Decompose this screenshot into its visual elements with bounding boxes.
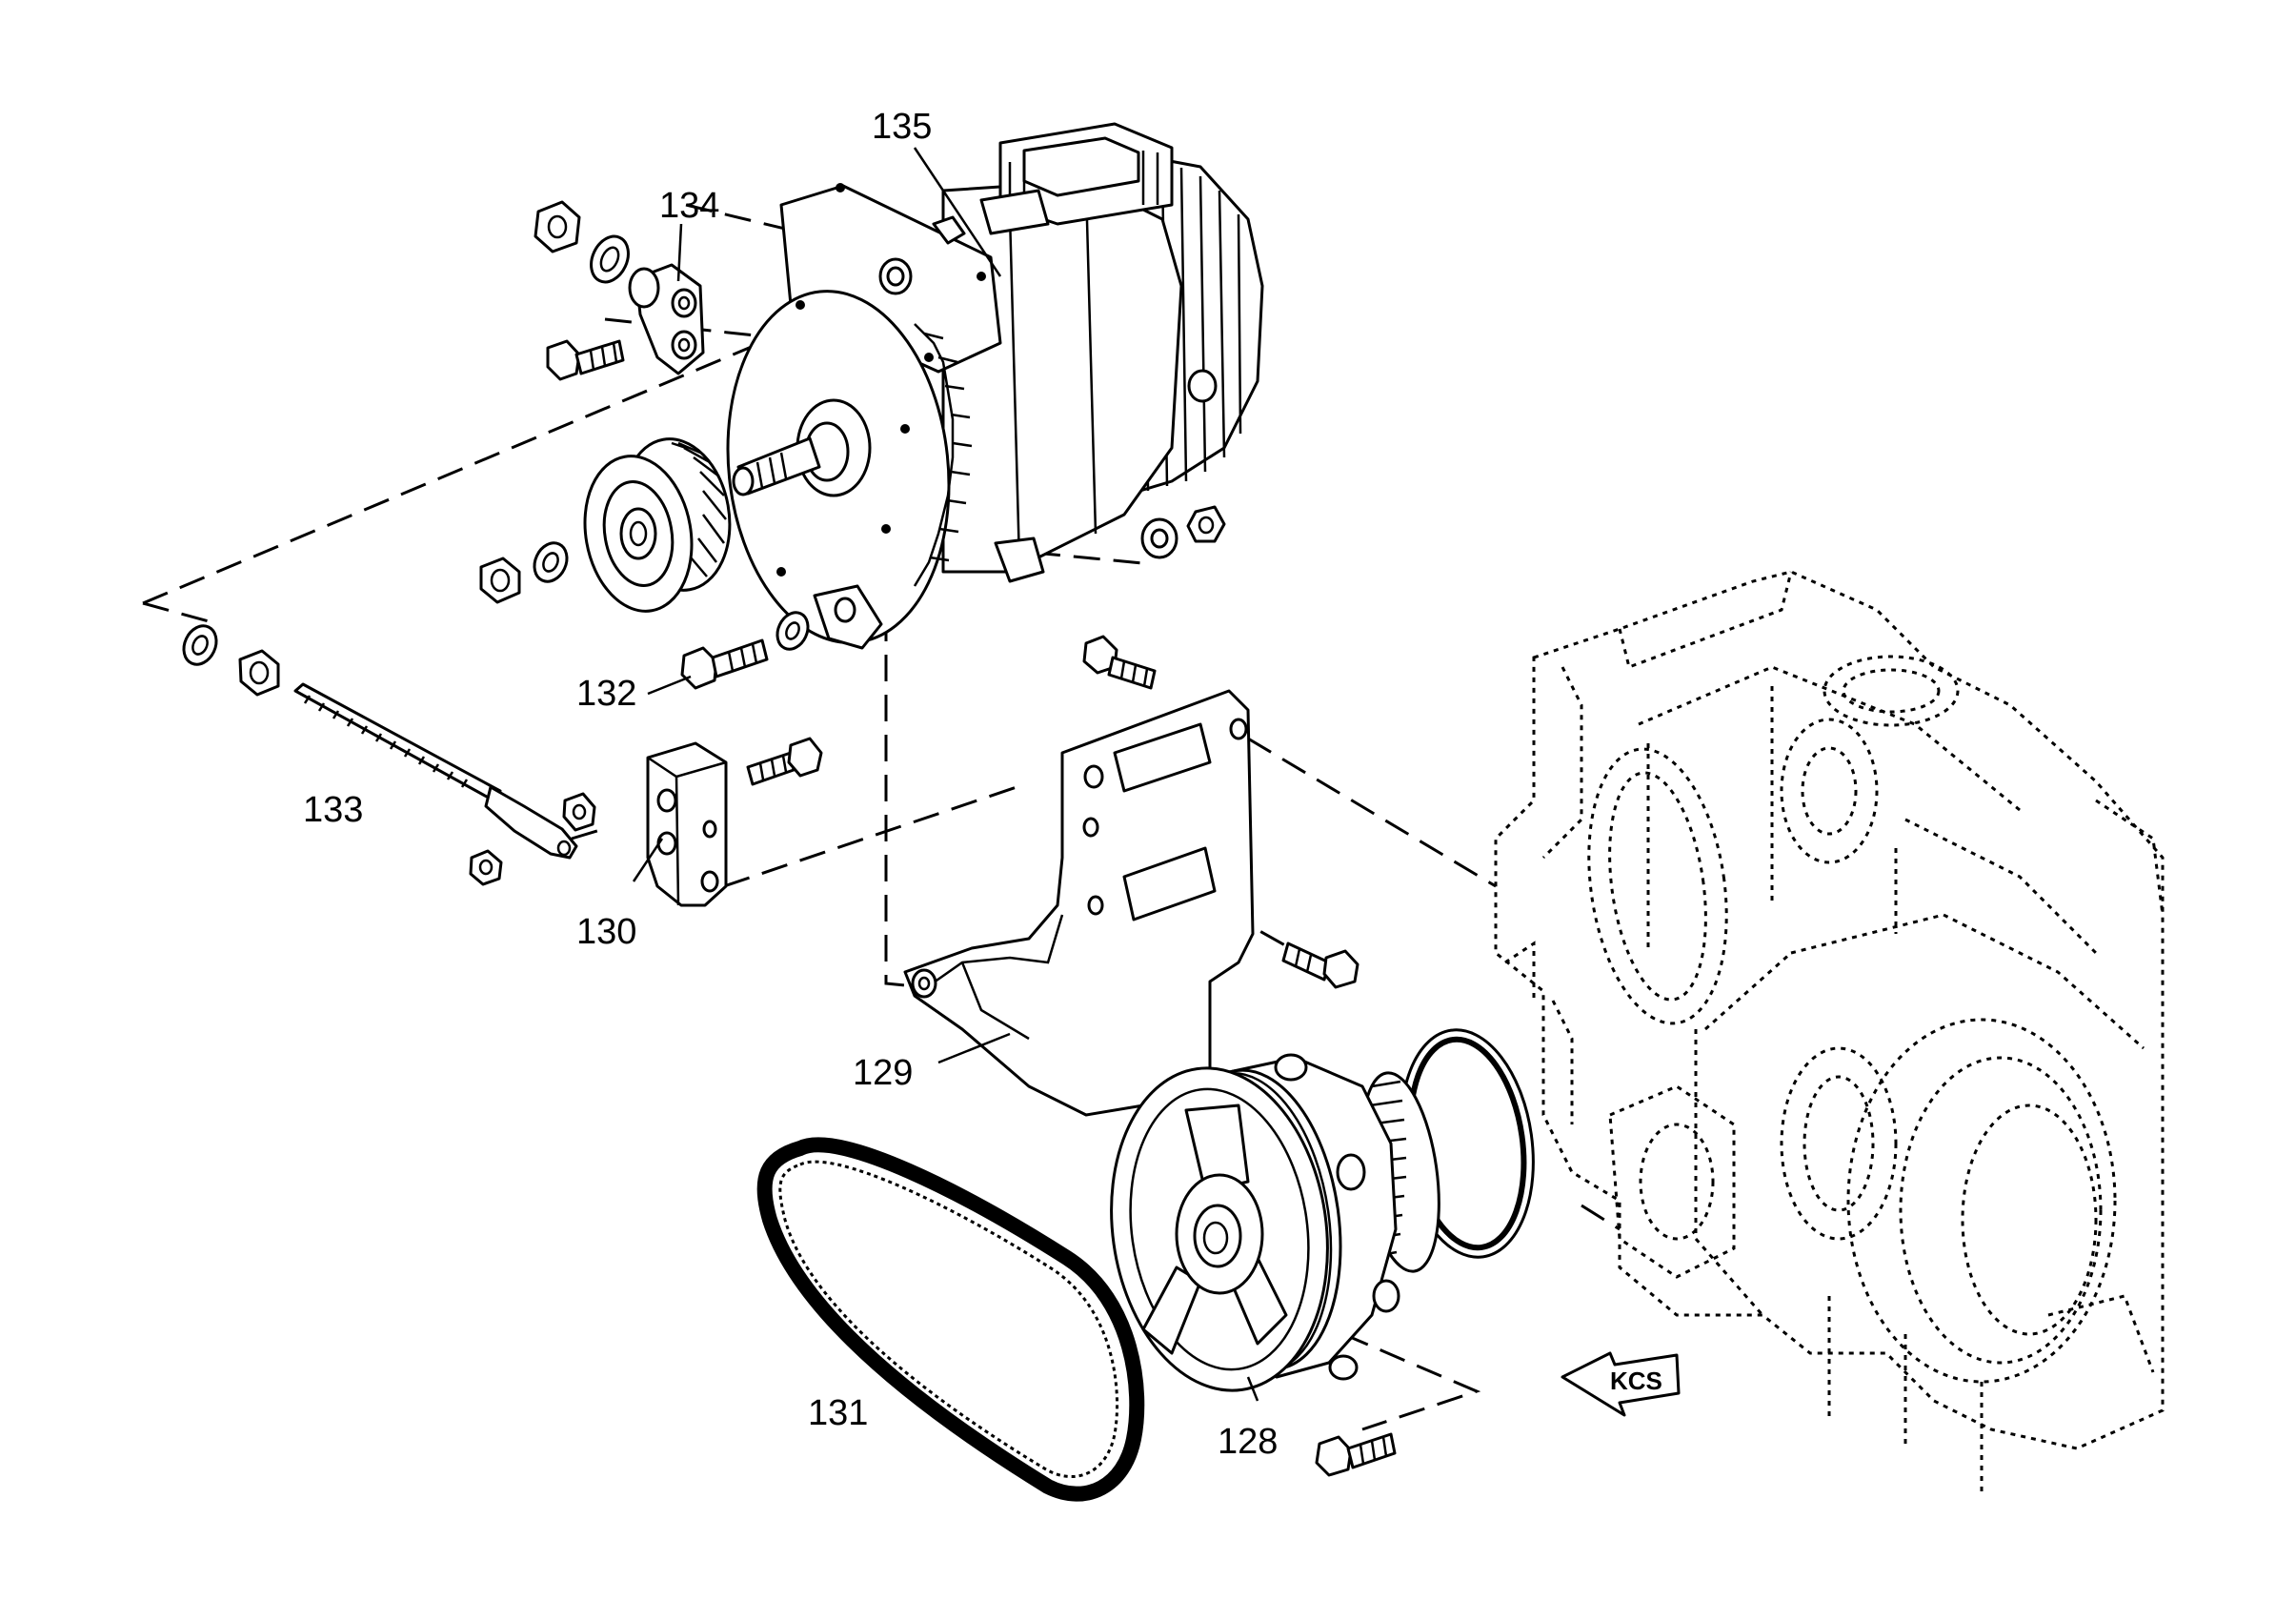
bolt-132 — [680, 611, 810, 690]
callout-133: 133 — [303, 790, 363, 830]
callout-132: 132 — [576, 674, 636, 714]
adjusting-rod-133 — [182, 624, 578, 886]
engine-block-outline — [1494, 570, 2165, 1496]
callout-128: 128 — [1218, 1422, 1278, 1462]
callout-134: 134 — [659, 186, 719, 226]
idler-pulley — [479, 437, 732, 613]
kcs-label: KCS — [1610, 1367, 1662, 1395]
callout-130: 130 — [576, 912, 636, 952]
callout-135: 135 — [872, 107, 932, 147]
drive-belt-131 — [756, 1137, 1145, 1502]
alternator-rear-fasteners — [1140, 505, 1226, 559]
alternator-135 — [726, 122, 1264, 650]
mounting-bracket-129 — [903, 635, 1359, 1117]
callout-131: 131 — [808, 1393, 868, 1433]
callout-labels: 135 134 132 133 130 129 131 128 — [303, 107, 1278, 1462]
kcs-direction-marker: KCS — [1561, 1351, 1681, 1417]
pump-pulley-128 — [1110, 1028, 1535, 1477]
callout-129: 129 — [853, 1053, 913, 1093]
callout-leaders — [632, 147, 1259, 1402]
bracket-134 — [534, 200, 705, 381]
tensioner-bracket-130 — [562, 737, 823, 907]
